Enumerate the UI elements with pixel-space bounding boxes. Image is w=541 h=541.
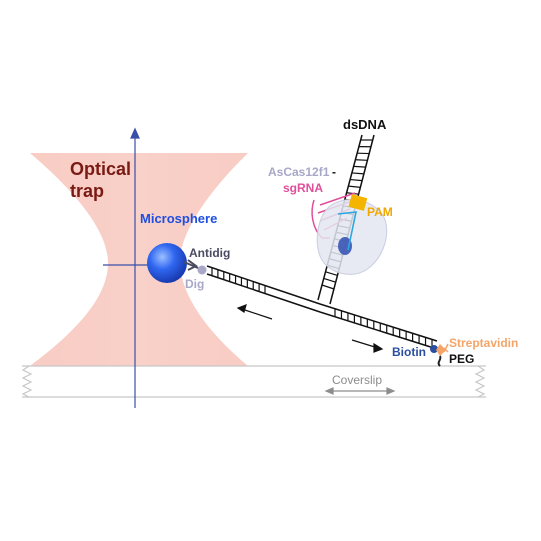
sgrna-label: sgRNA — [283, 181, 324, 195]
pam-site — [348, 194, 368, 211]
peg-label: PEG — [449, 352, 475, 366]
dig-label: Dig — [185, 277, 205, 291]
trap-axes — [103, 127, 166, 408]
ascas12f1-protein — [316, 199, 388, 275]
coverslip-arrow — [324, 387, 396, 395]
ascas12f1-label: AsCas12f1 — [268, 165, 330, 179]
coverslip-label: Coverslip — [332, 373, 383, 387]
ascas12f1-dash-label: - — [332, 165, 336, 179]
microsphere — [147, 243, 187, 283]
guide-rna-hybrid — [337, 211, 358, 251]
pam-label: PAM — [367, 205, 393, 219]
optical-trap-label-line1: Optical — [70, 159, 132, 179]
coverslip — [21, 365, 486, 398]
optical-trap-label: Optical trap — [70, 158, 131, 202]
antidig-dig-linker — [183, 259, 207, 275]
ascas12f1-domain — [338, 237, 352, 255]
streptavidin-label: Streptavidin — [449, 336, 519, 350]
microsphere-label: Microsphere — [140, 211, 218, 226]
biotin-label: Biotin — [392, 345, 426, 359]
force-arrows — [236, 304, 384, 353]
antidig-label: Antidig — [189, 246, 231, 260]
surface-anchor — [430, 343, 449, 367]
dsdna-label: dsDNA — [343, 117, 387, 132]
optical-trap-label-line2: trap — [70, 181, 105, 201]
optical-trap-beam — [30, 153, 248, 366]
